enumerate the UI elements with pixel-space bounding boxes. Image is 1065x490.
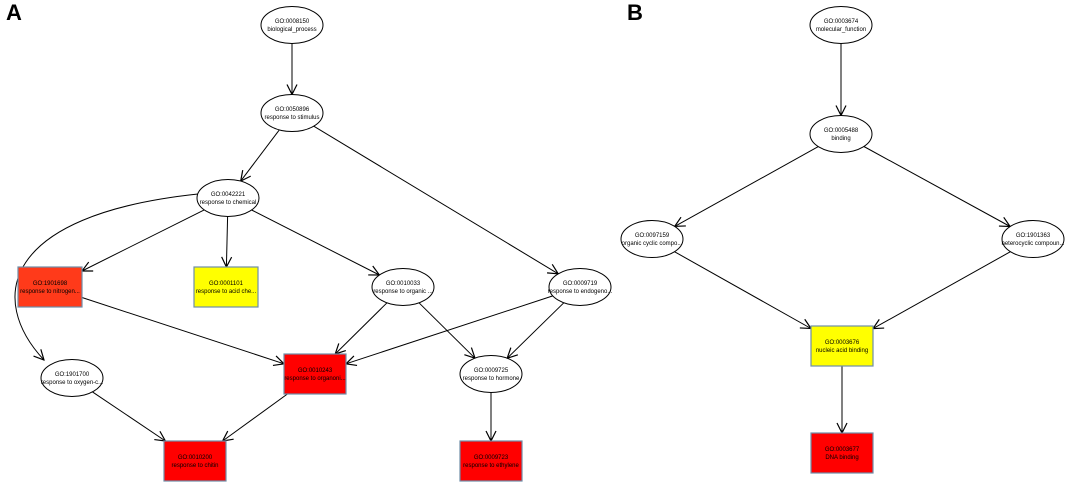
node-term-label: molecular_function: [816, 27, 866, 33]
edge-a8-a11: [92, 391, 166, 441]
node-go-id: GO:0001101: [209, 281, 244, 287]
node-box: [17, 266, 83, 308]
edge-a4-a9: [81, 297, 284, 364]
node-ellipse: [40, 359, 104, 397]
node-box: [810, 432, 874, 474]
edge-a7-a10: [507, 302, 565, 358]
go-term-node: GO:0050896 response to stimulus: [260, 94, 324, 132]
node-box: [283, 353, 347, 395]
node-term-label: biological_process: [267, 27, 316, 33]
go-term-node: GO:1901700 response to oxygen-c...: [40, 359, 104, 397]
node-go-id: GO:0010243: [298, 368, 333, 374]
go-term-node: GO:0003676 nucleic acid binding: [810, 325, 874, 367]
node-box: [810, 325, 874, 367]
go-term-node: GO:0009719 response to endogeno...: [548, 268, 613, 306]
edge-a6-a9: [335, 302, 388, 354]
node-term-label: response to endogeno...: [548, 289, 613, 295]
edge-a2-a3: [241, 129, 280, 181]
go-term-node: GO:0009725 response to hormone: [459, 355, 523, 393]
node-go-id: GO:0009725: [474, 368, 509, 374]
node-go-id: GO:1901698: [33, 281, 68, 287]
go-term-node: GO:0010033 response to organic ...: [371, 268, 435, 306]
edge-a3-a8: [14, 193, 199, 360]
go-term-node: GO:0005488 binding: [809, 115, 873, 153]
node-go-id: GO:0097159: [635, 233, 670, 239]
node-term-label: response to hormone: [463, 376, 520, 382]
node-go-id: GO:0009723: [474, 455, 509, 461]
node-go-id: GO:0005488: [824, 128, 859, 134]
node-go-id: GO:1901700: [55, 372, 90, 378]
node-ellipse: [620, 220, 684, 258]
node-go-id: GO:0003677: [825, 447, 860, 453]
go-term-node: GO:0010243 response to organoni...: [283, 353, 347, 395]
node-ellipse: [809, 6, 873, 44]
go-term-node: GO:0042221 response to chemical: [196, 179, 260, 217]
edge-b3-b5: [674, 251, 812, 329]
node-go-id: GO:0008150: [275, 19, 310, 25]
edge-a2-a7: [313, 125, 558, 274]
node-ellipse: [1001, 220, 1065, 258]
edges-layer: [14, 43, 1011, 442]
node-term-label: response to organic ...: [373, 289, 433, 295]
node-ellipse: [196, 179, 260, 217]
edge-a3-a5: [226, 216, 227, 268]
node-box: [459, 440, 523, 482]
node-ellipse: [371, 268, 435, 306]
node-term-label: response to stimulus: [264, 115, 319, 121]
node-ellipse: [260, 6, 324, 44]
node-term-label: response to chitin: [171, 463, 218, 469]
node-go-id: GO:0010200: [178, 455, 213, 461]
node-term-label: nucleic acid binding: [816, 348, 868, 354]
node-term-label: response to chemical: [200, 200, 257, 206]
go-term-node: GO:0009723 response to ethylene: [459, 440, 523, 482]
node-box: [163, 440, 227, 482]
node-term-label: heterocyclic compoun...: [1001, 241, 1064, 247]
node-term-label: response to nitrogen...: [20, 289, 80, 295]
node-go-id: GO:0010033: [386, 281, 421, 287]
node-box: [193, 266, 259, 308]
node-ellipse: [548, 268, 612, 306]
edge-a9-a11: [223, 393, 288, 441]
go-term-node: GO:0003674 molecular_function: [809, 6, 873, 44]
go-term-node: GO:0008150 biological_process: [260, 6, 324, 44]
panel-label-a: A: [6, 0, 22, 25]
go-term-node: GO:1901698 response to nitrogen...: [17, 266, 83, 308]
go-term-node: GO:1901363 heterocyclic compoun...: [1001, 220, 1065, 258]
edge-a3-a4: [82, 209, 205, 271]
edge-a3-a6: [251, 209, 380, 275]
node-go-id: GO:0003676: [825, 340, 860, 346]
node-go-id: GO:0042221: [211, 192, 246, 198]
edge-b4-b5: [873, 251, 1011, 329]
node-term-label: response to oxygen-c...: [41, 380, 104, 386]
node-term-label: DNA binding: [825, 455, 858, 461]
edge-a7-a9: [346, 295, 553, 364]
edge-b2-b4: [863, 146, 1010, 227]
edge-b2-b3: [675, 146, 819, 227]
node-term-label: response to acid che...: [196, 289, 257, 295]
node-go-id: GO:1901363: [1016, 233, 1051, 239]
node-ellipse: [459, 355, 523, 393]
node-term-label: response to ethylene: [463, 463, 519, 469]
node-ellipse: [260, 94, 324, 132]
node-go-id: GO:0050896: [275, 107, 310, 113]
node-go-id: GO:0003674: [824, 19, 859, 25]
node-term-label: organic cyclic compo...: [622, 241, 683, 247]
node-term-label: binding: [831, 136, 850, 142]
node-go-id: GO:0009719: [563, 281, 598, 287]
node-term-label: response to organoni...: [284, 376, 346, 382]
go-term-node: GO:0097159 organic cyclic compo...: [620, 220, 684, 258]
panel-label-b: B: [627, 0, 643, 25]
go-term-node: GO:0001101 response to acid che...: [193, 266, 259, 308]
node-ellipse: [809, 115, 873, 153]
go-term-node: GO:0010200 response to chitin: [163, 440, 227, 482]
